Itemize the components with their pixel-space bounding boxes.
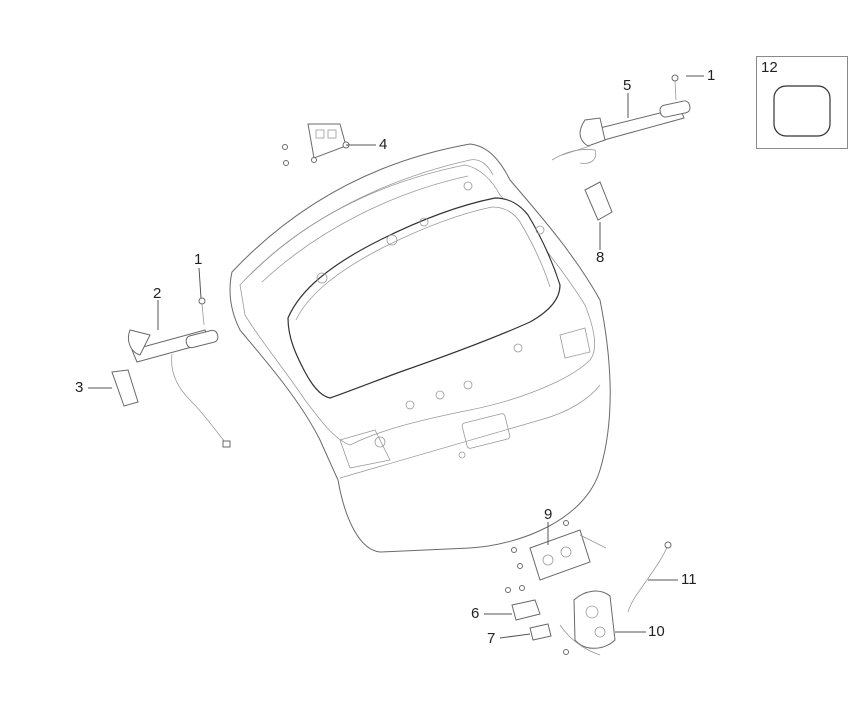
strut-right <box>551 74 691 164</box>
strut-left <box>127 297 231 448</box>
plate-part-3 <box>111 369 139 407</box>
switch-part-6 <box>505 585 541 621</box>
callout-11: 11 <box>681 571 697 588</box>
inset-part-12 <box>773 85 831 137</box>
latch-part-10 <box>559 590 616 656</box>
bracket-part-8 <box>584 181 613 221</box>
callout-3: 3 <box>75 379 84 396</box>
inset-frame-12 <box>756 56 848 149</box>
tailgate-panel <box>229 143 611 553</box>
callout-7: 7 <box>487 630 496 647</box>
callout-10: 10 <box>648 623 665 640</box>
callout-4: 4 <box>379 136 388 153</box>
callout-6: 6 <box>471 605 480 622</box>
callout-1-top-right: 1 <box>707 67 716 84</box>
callout-5: 5 <box>623 77 632 94</box>
cable-part-11 <box>627 541 672 613</box>
leader-lines <box>88 75 704 639</box>
callout-2: 2 <box>153 285 162 302</box>
callout-8: 8 <box>596 249 605 266</box>
callout-1-left: 1 <box>194 251 203 268</box>
connector-part-7 <box>529 623 552 641</box>
latch-plate-part-9 <box>511 520 607 581</box>
callout-12: 12 <box>761 59 778 76</box>
hinge-part-4 <box>282 123 350 166</box>
callout-9: 9 <box>544 506 553 523</box>
